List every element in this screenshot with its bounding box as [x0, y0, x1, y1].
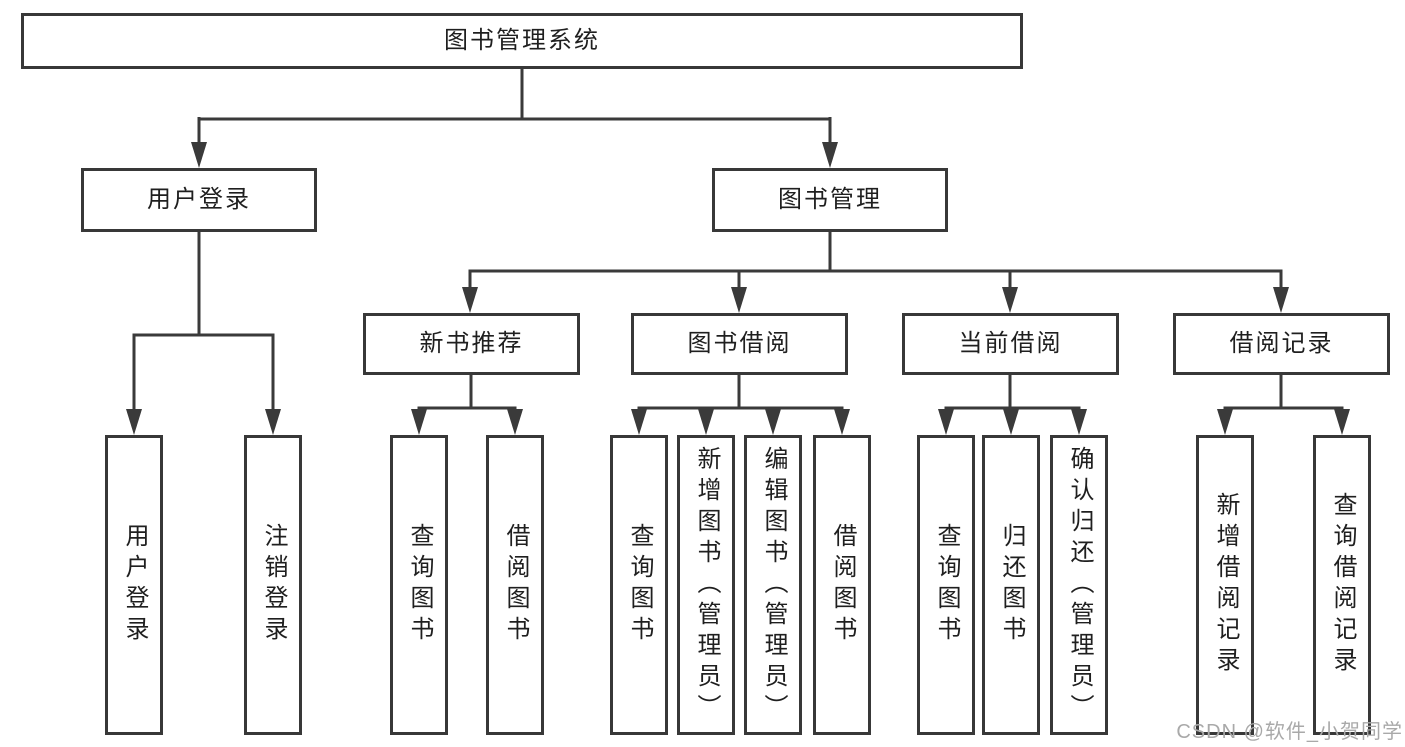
node-bb-query-books-label: 查询图书: [626, 523, 653, 647]
node-br-add-record: 新增借阅记录: [1196, 435, 1254, 735]
node-book-borrowing-label: 图书借阅: [687, 330, 792, 357]
node-bb-edit-books-admin-label: 编辑图书（管理员）: [760, 445, 787, 725]
node-user-login-action: 用户登录: [105, 435, 163, 735]
edge-current-borrow-to-children: [938, 375, 1087, 435]
node-cb-return-books: 归还图书: [982, 435, 1040, 735]
node-bb-query-books: 查询图书: [610, 435, 668, 735]
edge-new-book-to-children: [411, 375, 523, 435]
node-bb-add-books-admin: 新增图书（管理员）: [677, 435, 735, 735]
node-nb-query-books-label: 查询图书: [406, 523, 433, 647]
node-nb-borrow-books-label: 借阅图书: [502, 523, 529, 647]
node-new-book-recommend: 新书推荐: [363, 313, 580, 375]
edge-root-to-level2: [191, 68, 838, 168]
node-borrowing-records: 借阅记录: [1173, 313, 1390, 375]
node-bb-add-books-admin-label: 新增图书（管理员）: [693, 445, 720, 725]
node-nb-borrow-books: 借阅图书: [486, 435, 544, 735]
node-br-add-record-label: 新增借阅记录: [1212, 492, 1239, 678]
node-root: 图书管理系统: [21, 13, 1023, 69]
node-bb-borrow-books: 借阅图书: [813, 435, 871, 735]
node-user-login-label: 用户登录: [147, 186, 251, 213]
node-logout-action-label: 注销登录: [260, 523, 287, 647]
node-nb-query-books: 查询图书: [390, 435, 448, 735]
node-cb-query-books-label: 查询图书: [933, 523, 960, 647]
node-current-borrowing-label: 当前借阅: [958, 330, 1063, 357]
node-user-login-action-label: 用户登录: [121, 523, 148, 647]
csdn-watermark: CSDN @软件_小贺同学: [1176, 721, 1403, 743]
node-book-management-label: 图书管理: [778, 186, 882, 213]
edge-book-mgmt-to-level3: [462, 232, 1289, 313]
node-root-label: 图书管理系统: [444, 27, 600, 54]
node-book-borrowing: 图书借阅: [631, 313, 848, 375]
node-cb-query-books: 查询图书: [917, 435, 975, 735]
node-borrowing-records-label: 借阅记录: [1229, 330, 1334, 357]
edge-book-borrow-to-children: [631, 375, 850, 435]
node-current-borrowing: 当前借阅: [902, 313, 1119, 375]
node-logout-action: 注销登录: [244, 435, 302, 735]
node-bb-edit-books-admin: 编辑图书（管理员）: [744, 435, 802, 735]
node-br-query-record: 查询借阅记录: [1313, 435, 1371, 735]
node-new-book-recommend-label: 新书推荐: [419, 330, 524, 357]
node-br-query-record-label: 查询借阅记录: [1329, 492, 1356, 678]
node-book-management: 图书管理: [712, 168, 948, 232]
edge-user-login-to-children: [126, 232, 281, 435]
node-user-login: 用户登录: [81, 168, 317, 232]
node-cb-confirm-return-admin-label: 确认归还（管理员）: [1066, 445, 1093, 725]
node-cb-return-books-label: 归还图书: [998, 523, 1025, 647]
node-cb-confirm-return-admin: 确认归还（管理员）: [1050, 435, 1108, 735]
node-bb-borrow-books-label: 借阅图书: [829, 523, 856, 647]
edge-borrow-records-to-children: [1217, 375, 1350, 435]
